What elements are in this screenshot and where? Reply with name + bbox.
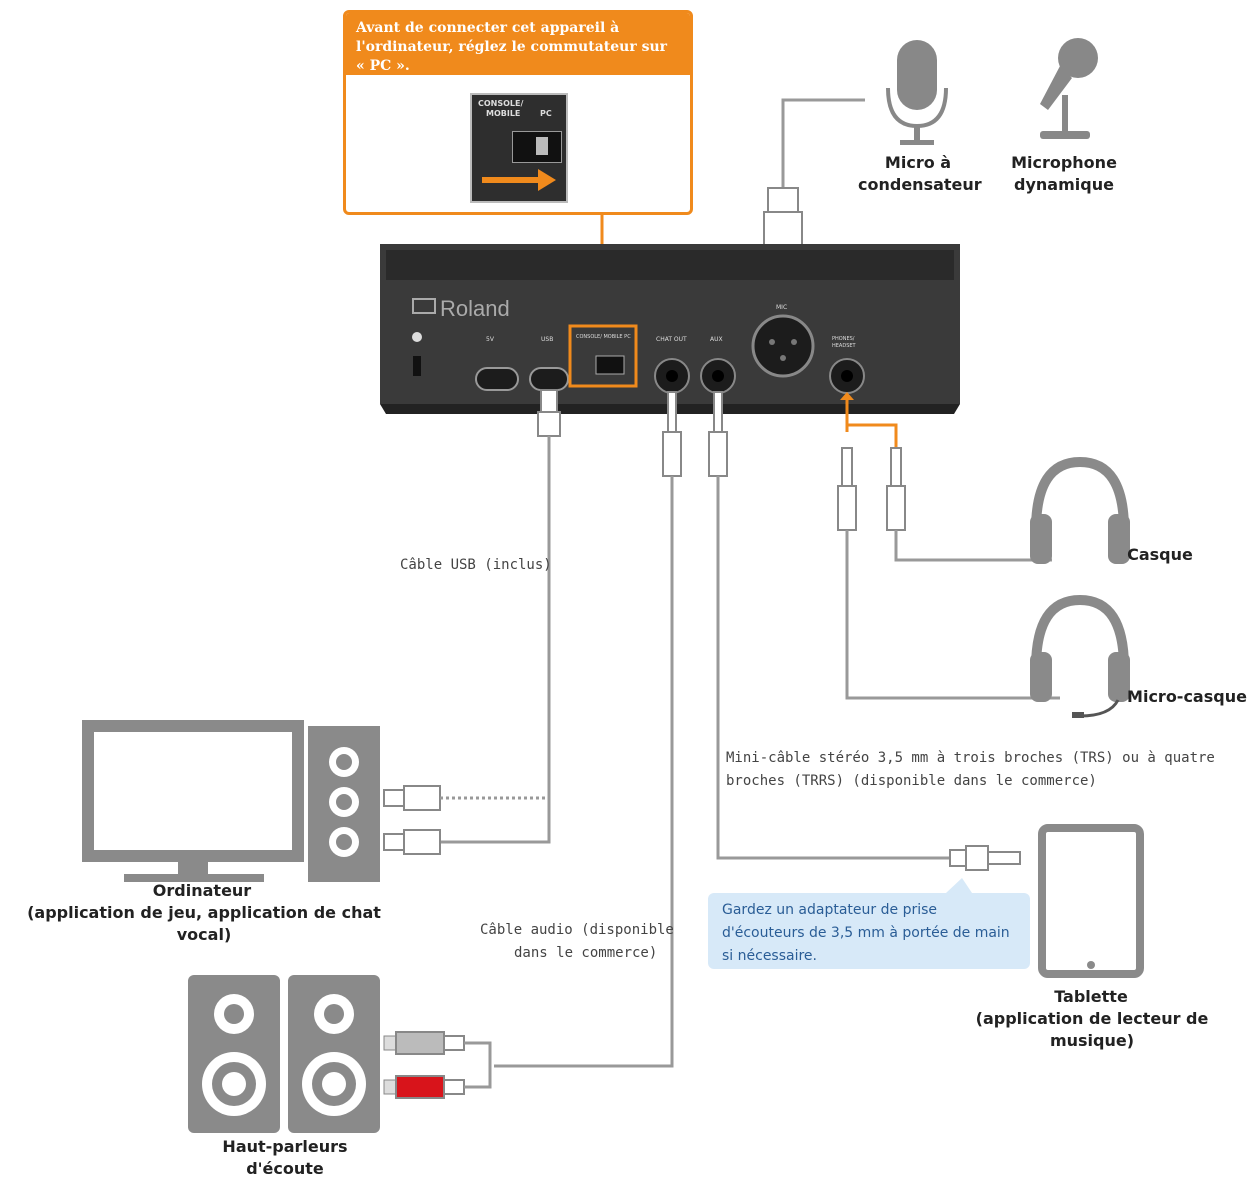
port-label-phones: PHONES/ HEADSET	[832, 336, 856, 349]
bubble-tail	[946, 878, 972, 893]
switch-label-console: CONSOLE/	[478, 99, 524, 108]
mini-cable-caption-1: Mini-câble stéréo 3,5 mm à trois broches…	[726, 750, 1215, 766]
speakers-label: Haut-parleurs d'écoute	[222, 1137, 348, 1178]
mic-cable	[781, 98, 865, 190]
switch-highlight	[568, 324, 638, 388]
port-label-mic: MIC	[776, 304, 788, 311]
device-switch	[595, 355, 625, 375]
kensington-slot	[413, 356, 421, 376]
usb-cable-caption: Câble USB (inclus)	[400, 557, 552, 573]
computer-subtitle: (application de jeu, application de chat…	[27, 903, 381, 944]
usb-c-plug-icon	[383, 829, 441, 855]
rca-plugs-icon	[383, 1031, 492, 1099]
port-label-5v: 5V	[486, 336, 494, 343]
arrow-head	[538, 169, 556, 191]
condenser-mic-icon	[886, 40, 948, 145]
dynamic-mic-label: Microphone dynamique	[1011, 153, 1117, 194]
switch-knob	[536, 137, 548, 155]
brand-logo: Roland	[440, 296, 510, 321]
dynamic-mic-icon	[1040, 38, 1098, 139]
trrs-plug-icon	[949, 845, 1021, 871]
port-label-switch: CONSOLE/ MOBILE PC	[576, 334, 631, 340]
port-usb	[529, 367, 569, 391]
switch-label-mobile: MOBILE	[486, 109, 521, 118]
headset-icon	[1030, 594, 1130, 718]
port-label-aux: AUX	[710, 336, 723, 343]
mini-cable-caption-2: broches (TRRS) (disponible dans le comme…	[726, 773, 1097, 789]
tablet-subtitle: (application de lecteur de musique)	[975, 1009, 1209, 1050]
headphones-icon	[1030, 456, 1130, 564]
brand-logo-box	[412, 298, 436, 314]
arrow-right-icon	[482, 177, 540, 183]
audio-cable-caption-1: Câble audio (disponible	[480, 922, 674, 938]
speakers-icon	[188, 975, 380, 1133]
pc-tower-icon	[308, 726, 380, 882]
switch-callout: Avant de connecter cet appareil à l'ordi…	[343, 10, 693, 215]
audio-cable-caption-2: dans le commerce)	[514, 945, 658, 961]
usb-a-plug-icon	[383, 785, 549, 811]
aux-plug	[708, 391, 950, 860]
lock-icon	[412, 332, 422, 342]
switch-detail: CONSOLE/ MOBILE PC	[470, 93, 568, 203]
port-label-usb: USB	[541, 336, 554, 343]
headphones-plug	[886, 447, 1052, 562]
port-5v	[475, 367, 519, 391]
tablet-icon	[1038, 824, 1144, 978]
tip-bubble: Gardez un adaptateur de prise d'écouteur…	[708, 893, 1030, 969]
headphones-label: Casque	[1127, 545, 1193, 564]
port-mic-xlr	[751, 314, 815, 378]
monitor-icon	[82, 720, 304, 882]
mixer-device	[380, 244, 960, 414]
tablet-title: Tablette	[1054, 987, 1128, 1006]
condenser-mic-label: Micro à condensateur	[858, 153, 982, 194]
switch-slot	[512, 131, 562, 163]
switch-label-pc: PC	[540, 109, 552, 118]
computer-title: Ordinateur	[152, 881, 252, 900]
port-label-chat-out: CHAT OUT	[656, 336, 687, 343]
headset-plug	[837, 447, 1060, 700]
callout-text: Avant de connecter cet appareil à l'ordi…	[346, 13, 690, 75]
chat-out-plug	[494, 391, 682, 1068]
headset-label: Micro-casque	[1127, 687, 1247, 706]
usb-cable	[440, 389, 561, 844]
